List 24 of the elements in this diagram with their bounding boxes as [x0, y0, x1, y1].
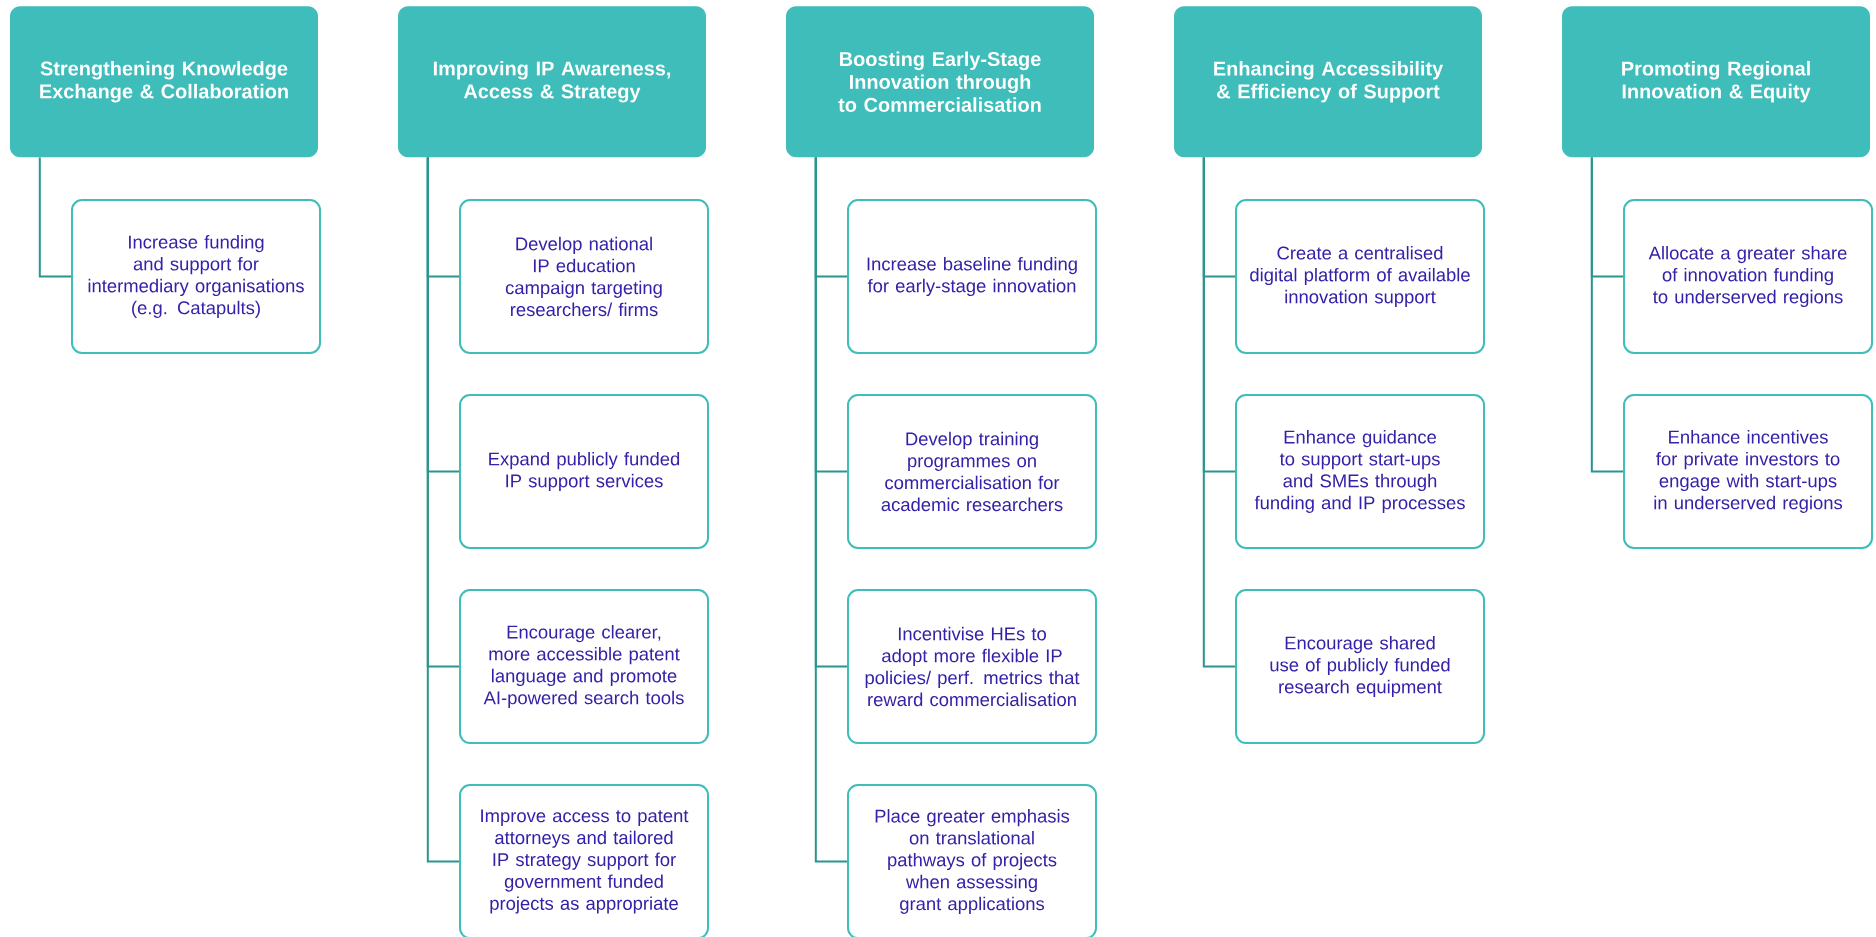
category-header: Strengthening Knowledge Exchange & Collaboration [10, 6, 318, 158]
action-box: Encourage clearer, more accessible patent language and promote AI-powered search tools [459, 589, 709, 744]
action-box: Incentivise HEs to adopt more flexible IP policies/ perf. metrics that reward commercialisation [847, 589, 1097, 744]
action-box: Expand publicly funded IP support services [459, 394, 709, 549]
action-box: Increase funding and support for intermediary organisations (e.g. Catapults) [71, 199, 321, 354]
action-box: Develop training programmes on commercialisation for academic researchers [847, 394, 1097, 549]
connector-line [1202, 156, 1236, 668]
connector-line [426, 156, 460, 863]
category-header: Enhancing Accessibility & Efficiency of Support [1174, 6, 1482, 158]
action-box: Encourage shared use of publicly funded research equipment [1235, 589, 1485, 744]
action-box: Enhance guidance to support start-ups and SMEs through funding and IP processes [1235, 394, 1485, 549]
connector-line [38, 156, 72, 278]
action-box: Place greater emphasis on translational pathways of projects when assessing grant applications [847, 784, 1097, 937]
action-box: Allocate a greater share of innovation funding to underserved regions [1623, 199, 1873, 354]
category-header: Promoting Regional Innovation & Equity [1562, 6, 1870, 158]
action-box: Enhance incentives for private investors to engage with start-ups in underserved regions [1623, 394, 1873, 549]
connector-line [814, 156, 848, 863]
action-box: Create a centralised digital platform of available innovation support [1235, 199, 1485, 354]
action-box: Develop national IP education campaign targeting researchers/ firms [459, 199, 709, 354]
action-box: Increase baseline funding for early-stage innovation [847, 199, 1097, 354]
category-header: Improving IP Awareness, Access & Strategy [398, 6, 706, 158]
action-box: Improve access to patent attorneys and tailored IP strategy support for government funded projects as appropriate [459, 784, 709, 937]
category-header: Boosting Early-Stage Innovation through to Commercialisation [786, 6, 1094, 158]
connector-line [1590, 156, 1624, 473]
